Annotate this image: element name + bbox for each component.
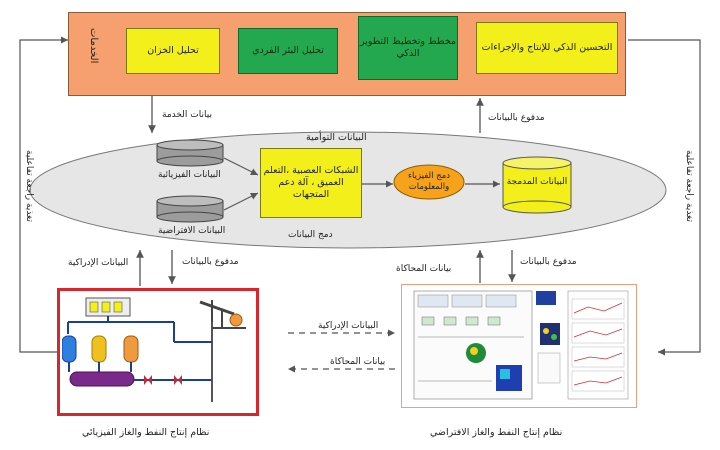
smart-development-plan-box: مخطط وتخطيط التطوير الذكي <box>358 16 458 80</box>
reservoir-analysis-box: تحليل الخزان <box>126 28 220 74</box>
physics-information-fusion-oval <box>393 164 465 200</box>
virtual-system-caption: نظام إنتاج النفط والغاز الافتراضي <box>430 427 563 438</box>
services-title: الخدمات <box>88 28 99 64</box>
data-fusion-label: دمج البيانات <box>288 230 333 240</box>
physical-system-schematic <box>62 297 246 402</box>
data-push-left-label: مدفوع بالبيانات <box>182 257 239 267</box>
data-push-top-label: مدفوع بالبيانات <box>488 113 545 123</box>
data-push-right-label: مدفوع بالبيانات <box>520 257 577 267</box>
neural-networks-box: الشبكات العصبية ،التعلم العميق ، آلة دعم… <box>260 148 362 218</box>
simulation-data-middle-label: بيانات المحاكاة <box>330 357 386 367</box>
feedback-right-label: تغذية راجعة تفاعلية <box>684 150 694 222</box>
feedback-left-label: تغذية راجعة تفاعلية <box>24 150 34 222</box>
virtual-data-label: البيانات الافتراضية <box>158 226 226 236</box>
twin-data-title: البيانات التوأمية <box>306 132 367 143</box>
physical-data-label: البيانات الفيزيائية <box>158 170 221 180</box>
merged-data-cylinder-icon <box>502 156 572 214</box>
physics-information-fusion-label: دمج الفيزياء والمعلومات <box>408 171 450 192</box>
single-well-analysis-box: تحليل البئر الفردي <box>238 28 338 74</box>
merged-data-label: البيانات المدمجة <box>506 177 568 188</box>
physical-data-cylinder-icon <box>156 139 224 167</box>
perceptual-data-middle-label: البيانات الإدراكية <box>318 321 379 331</box>
simulation-data-right-label: بيانات المحاكاة <box>396 264 452 274</box>
virtual-system-screenshot <box>413 290 629 400</box>
smart-optimization-box: التحسين الذكي للإنتاج والإجراءات <box>476 22 618 74</box>
virtual-data-cylinder-icon <box>156 195 224 223</box>
service-data-label: بيانات الخدمة <box>162 110 212 120</box>
physical-system-caption: نظام إنتاج النفط والغاز الفيزيائي <box>82 427 210 438</box>
perceptual-data-left-label: البيانات الإدراكية <box>68 258 129 268</box>
